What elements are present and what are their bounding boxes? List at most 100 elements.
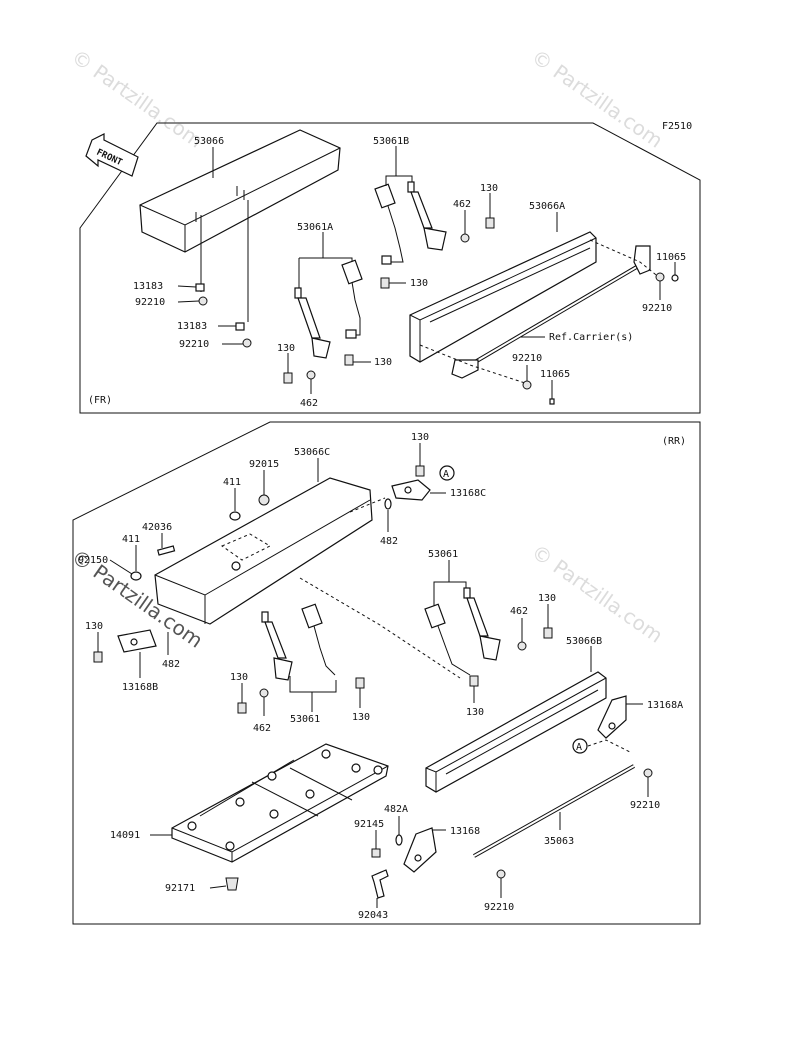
part-label-92145: 92145 [354,819,384,830]
bolt-13183-b [235,322,245,331]
part-label-13168: 13168 [450,826,480,837]
part-label-53066: 53066 [194,136,224,147]
part-label-14091: 14091 [110,830,140,841]
seat-belt-53061-left [261,603,336,681]
ref-carrier-label: Ref.Carrier(s) [549,332,633,343]
nut-92015 [258,494,270,506]
part-label-130: 130 [277,343,295,354]
bolt-130-i [355,677,365,689]
nut-92210-e [643,768,653,778]
washer-482A [395,834,403,846]
bolt-13183-a [195,283,205,292]
part-label-130: 130 [352,712,370,723]
part-label-92210: 92210 [512,353,542,364]
bolt-130-e [485,217,495,229]
part-label-92210: 92210 [642,303,672,314]
part-label-13168A: 13168A [647,700,683,711]
part-label-482A: 482A [384,804,408,815]
part-label-11065: 11065 [656,252,686,263]
figure-code: F2510 [662,121,692,132]
part-label-53066A: 53066A [529,201,565,212]
bolt-130-a [283,372,293,384]
part-label-411: 411 [223,477,241,488]
part-label-53061A: 53061A [297,222,333,233]
part-label-13168B: 13168B [122,682,158,693]
ref-mark-a: A [439,465,455,481]
front-section-frame [79,122,701,414]
part-label-130: 130 [480,183,498,194]
nut-92210-b [242,338,252,348]
part-label-411: 411 [122,534,140,545]
bracket-13168A [597,695,627,739]
nut-92210-c [522,380,532,390]
seat-cushion-53066C [154,477,373,625]
part-label-92171: 92171 [165,883,195,894]
bolt-130-g [237,702,247,714]
washer-411-b [130,571,142,581]
carrier-bar-35063 [473,764,635,858]
part-label-53061B: 53061B [373,136,409,147]
part-label-130: 130 [538,593,556,604]
part-label-92150: 92150 [78,555,108,566]
bolt-130-k [543,627,553,639]
part-label-13183: 13183 [133,281,163,292]
part-label-11065: 11065 [540,369,570,380]
front-arrow-icon: FRONT [85,133,139,177]
part-label-53061: 53061 [428,549,458,560]
part-label-130: 130 [230,672,248,683]
bracket-13168 [403,827,437,873]
part-label-92210: 92210 [484,902,514,913]
part-label-92210: 92210 [630,800,660,811]
svg-text:A: A [576,742,582,753]
part-label-130: 130 [410,278,428,289]
part-label-130: 130 [466,707,484,718]
seat-belt-53061A [294,259,363,359]
clip-11065-a [671,274,679,282]
nut-92210-a [198,296,208,306]
part-label-482: 482 [380,536,398,547]
part-label-462: 462 [253,723,271,734]
bolt-130-j [469,675,479,687]
bolt-130-h [93,651,103,663]
bolt-92043 [371,869,389,899]
part-label-53066B: 53066B [566,636,602,647]
washer-462-d [517,641,527,651]
nut-92210-f [496,869,506,879]
part-label-130: 130 [374,357,392,368]
part-label-13183: 13183 [177,321,207,332]
part-label-92210: 92210 [135,297,165,308]
part-label-13168C: 13168C [450,488,486,499]
washer-411-a [229,511,241,521]
seat-belt-53061-right [424,587,501,676]
watermark: © Partzilla.com [527,44,667,152]
rear-section-frame [72,421,701,925]
seat-belt-53061B [374,181,447,265]
clip-11065-b [549,398,555,405]
bolt-130-b [344,354,354,366]
svg-text:A: A [443,469,449,480]
fastener-92171 [225,877,239,891]
backrest-53066B [425,671,607,793]
part-label-130: 130 [411,432,429,443]
washer-462-a [460,233,470,243]
part-label-462: 462 [453,199,471,210]
part-label-53061: 53061 [290,714,320,725]
front-section-label: (FR) [88,395,112,406]
bolt-130-c [380,277,390,289]
part-label-482: 482 [162,659,180,670]
washer-482-a [384,498,392,510]
carrier-bar [451,245,651,379]
part-label-35063: 35063 [544,836,574,847]
seat-cushion-53066 [139,129,341,322]
floor-mat-14091 [171,743,389,863]
rear-section-label: (RR) [662,436,686,447]
washer-462-c [259,688,269,698]
bracket-13168C [391,479,431,501]
bolt-130-f [415,465,425,477]
watermark: © Partzilla.com [67,44,207,152]
part-label-462: 462 [300,398,318,409]
part-label-92210: 92210 [179,339,209,350]
ref-mark-a-rear: A [572,738,588,754]
part-label-92015: 92015 [249,459,279,470]
